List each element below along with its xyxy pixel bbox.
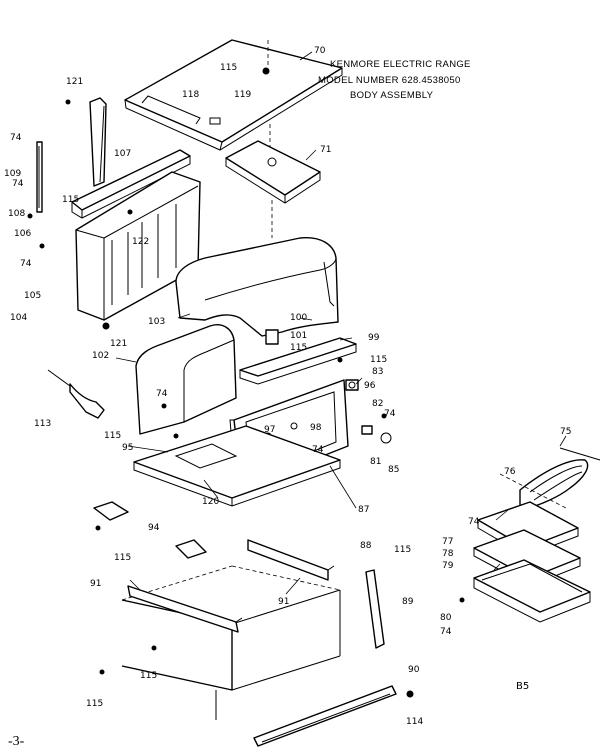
part-broil-element <box>519 447 601 511</box>
part-front-rail <box>71 149 191 219</box>
part-kick-plate <box>253 685 397 747</box>
part-liner-side <box>135 324 237 435</box>
callout-114: 114 <box>406 717 424 727</box>
callout-74d: 74 <box>156 389 168 399</box>
callout-121: 121 <box>66 77 84 87</box>
part-left-side-panel <box>75 171 201 321</box>
callout-102: 102 <box>92 351 110 361</box>
callout-103: 103 <box>148 317 166 327</box>
callout-108: 108 <box>8 209 26 219</box>
callout-74f: 74 <box>384 409 396 419</box>
callout-119: 119 <box>234 90 252 100</box>
callout-74g: 74 <box>468 517 480 527</box>
part-side-trim <box>89 97 107 187</box>
callout-115i: 115 <box>86 699 104 709</box>
figure-code: B5 <box>516 681 530 692</box>
callout-104: 104 <box>10 313 28 323</box>
part-drip-tray <box>473 559 591 623</box>
part-support-bracket <box>93 501 207 559</box>
callout-77: 77 <box>442 537 454 547</box>
callout-115f: 115 <box>114 553 132 563</box>
part-door-hinge <box>345 379 359 391</box>
callout-98: 98 <box>310 423 322 433</box>
callout-95: 95 <box>122 443 134 453</box>
callout-99: 99 <box>368 333 380 343</box>
title-line-3: BODY ASSEMBLY <box>350 90 434 101</box>
callout-115c: 115 <box>290 343 308 353</box>
callout-76: 76 <box>504 467 516 477</box>
callout-89: 89 <box>402 597 414 607</box>
callout-74h: 74 <box>440 627 452 637</box>
part-oven-bottom <box>133 425 341 507</box>
callout-75: 75 <box>560 427 572 437</box>
callout-82: 82 <box>372 399 384 409</box>
callout-100: 100 <box>290 313 308 323</box>
part-lower-cabinet-frame <box>121 565 341 720</box>
callout-91: 91 <box>90 579 102 589</box>
callout-94: 94 <box>148 523 160 533</box>
callout-80: 80 <box>440 613 452 623</box>
page-number: -3- <box>8 734 25 749</box>
callout-85: 85 <box>388 465 400 475</box>
callout-71: 71 <box>320 145 332 155</box>
part-drawer-rail-right <box>247 539 335 581</box>
callout-121b: 121 <box>110 339 128 349</box>
callout-83: 83 <box>372 367 384 377</box>
callout-78: 78 <box>442 549 454 559</box>
part-side-strip <box>365 569 385 649</box>
part-screws <box>27 99 465 698</box>
leader-lines <box>115 51 567 595</box>
part-top-cover <box>124 39 343 151</box>
part-hinge-rod <box>36 141 43 213</box>
callout-115b: 115 <box>62 195 80 205</box>
callout-115e: 115 <box>104 431 122 441</box>
callout-109: 109 <box>4 169 22 179</box>
part-insulation-pad <box>225 140 321 204</box>
callout-91b: 91 <box>278 597 290 607</box>
callout-74c: 74 <box>20 259 32 269</box>
title-line-1: KENMORE ELECTRIC RANGE <box>330 59 471 70</box>
callout-122: 122 <box>132 237 150 247</box>
callout-113: 113 <box>34 419 52 429</box>
title-line-2: MODEL NUMBER 628.4538050 <box>318 75 461 86</box>
callout-115d: 115 <box>370 355 388 365</box>
callout-87: 87 <box>358 505 370 515</box>
part-latch-bracket <box>47 369 105 419</box>
callout-74b: 74 <box>12 179 24 189</box>
callout-70: 70 <box>314 46 326 56</box>
callout-118: 118 <box>182 90 200 100</box>
part-oven-liner <box>175 237 339 337</box>
callout-74: 74 <box>10 133 22 143</box>
callout-88: 88 <box>360 541 372 551</box>
callout-115g: 115 <box>394 545 412 555</box>
callout-101: 101 <box>290 331 308 341</box>
callout-120: 120 <box>202 497 220 507</box>
part-door-latch <box>361 425 392 444</box>
callout-105: 105 <box>24 291 42 301</box>
callout-107: 107 <box>114 149 132 159</box>
callout-79: 79 <box>442 561 454 571</box>
callout-115: 115 <box>220 63 238 73</box>
callout-106: 106 <box>14 229 32 239</box>
callout-96: 96 <box>364 381 376 391</box>
callout-97: 97 <box>264 425 276 435</box>
part-door-top-trim <box>239 329 357 385</box>
callout-81: 81 <box>370 457 382 467</box>
callout-115h: 115 <box>140 671 158 681</box>
callout-74e: 74 <box>312 445 324 455</box>
part-drawer-rail-left <box>127 585 243 633</box>
callout-90: 90 <box>408 665 420 675</box>
